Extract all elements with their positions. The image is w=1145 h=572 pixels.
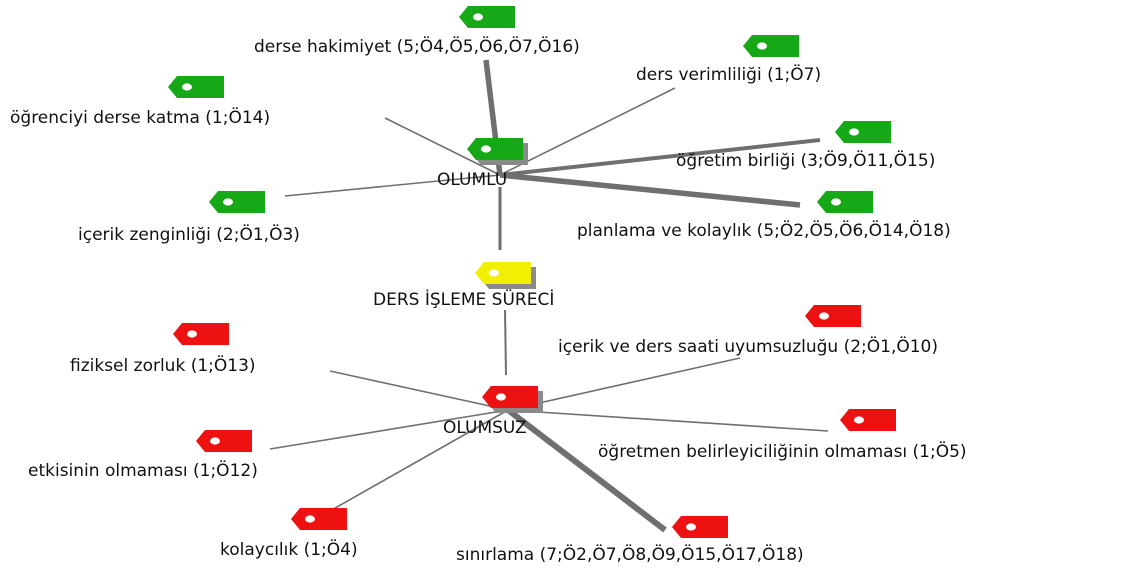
link-central-olumsuz: [504, 309, 507, 376]
olumlu-node-label: OLUMLU: [437, 170, 508, 190]
link-positive-4: [284, 174, 501, 197]
negative-code-label-0: fiziksel zorluk (1;Ö13): [70, 356, 256, 376]
link-positive-1: [499, 87, 676, 176]
link-positive-2: [384, 117, 501, 176]
central-node-label: DERS İŞLEME SÜRECİ: [373, 290, 555, 310]
olumsuz-tag-icon: [482, 386, 543, 413]
positive-code-tag-icon-5: [817, 191, 873, 213]
positive-code-tag-icon-0: [459, 6, 515, 28]
negative-code-tag-icon-3: [196, 430, 252, 452]
negative-code-label-4: kolaycılık (1;Ö4): [220, 540, 358, 560]
positive-code-tag-icon-1: [743, 35, 799, 57]
positive-code-tag-icon-3: [835, 121, 891, 143]
negative-code-tag-icon-4: [291, 508, 347, 530]
central-tag-icon: [475, 262, 536, 289]
negative-code-tag-icon-0: [173, 323, 229, 345]
negative-code-tag-icon-5: [672, 516, 728, 538]
positive-code-tag-icon-4: [209, 191, 265, 213]
positive-code-label-0: derse hakimiyet (5;Ö4,Ö5,Ö6,Ö7,Ö16): [254, 37, 580, 57]
positive-code-label-5: planlama ve kolaylık (5;Ö2,Ö5,Ö6,Ö14,Ö18…: [577, 221, 951, 241]
link-negative-2: [507, 409, 829, 432]
negative-code-label-3: etkisinin olmaması (1;Ö12): [28, 461, 258, 481]
link-negative-3: [269, 409, 509, 450]
negative-code-tag-icon-2: [840, 409, 896, 431]
positive-code-label-1: ders verimliliği (1;Ö7): [636, 65, 822, 85]
negative-code-label-5: sınırlama (7;Ö2,Ö7,Ö8,Ö9,Ö15,Ö17,Ö18): [456, 545, 804, 565]
link-negative-0: [329, 370, 509, 411]
negative-code-label-2: öğretmen belirleyiciliğinin olmaması (1;…: [598, 442, 967, 462]
olumsuz-node-label: OLUMSUZ: [443, 418, 527, 438]
negative-code-label-1: içerik ve ders saati uyumsuzluğu (2;Ö1,Ö…: [558, 337, 939, 357]
positive-code-label-2: öğrenciyi derse katma (1;Ö14): [10, 108, 271, 128]
olumlu-tag-icon: [467, 138, 528, 165]
positive-code-label-3: öğretim birliği (3;Ö9,Ö11,Ö15): [676, 151, 936, 171]
positive-code-tag-icon-2: [168, 76, 224, 98]
positive-code-label-4: içerik zenginliği (2;Ö1,Ö3): [78, 225, 300, 245]
link-negative-1: [507, 357, 741, 411]
link-negative-5: [506, 407, 667, 533]
negative-code-tag-icon-1: [805, 305, 861, 327]
link-positive-3: [499, 138, 821, 177]
link-positive-5: [499, 172, 801, 208]
